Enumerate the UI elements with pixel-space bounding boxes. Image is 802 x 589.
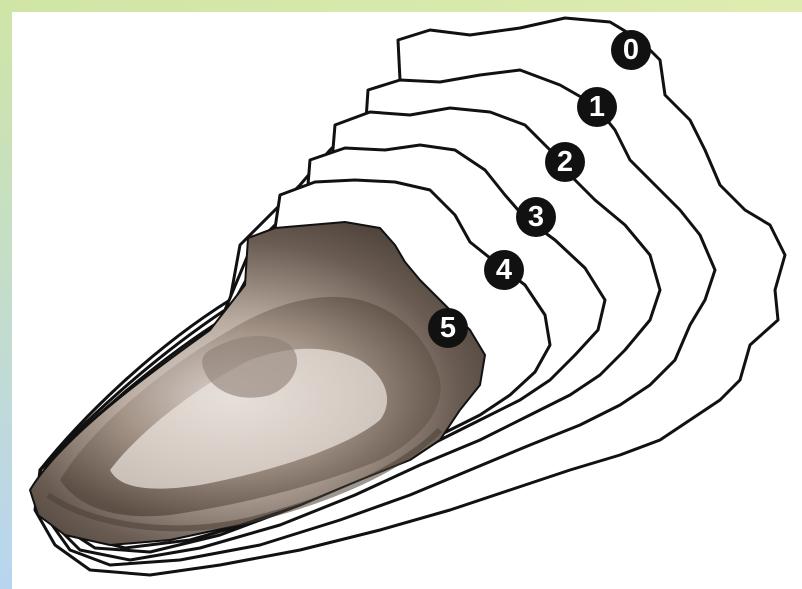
stage-label-1: 1 [577, 87, 617, 127]
stage-label-5: 5 [428, 308, 468, 348]
stage-label-4: 4 [484, 250, 524, 290]
stage-label-2: 2 [545, 142, 585, 182]
stage-label-0: 0 [611, 30, 651, 70]
stage-label-3: 3 [516, 197, 556, 237]
